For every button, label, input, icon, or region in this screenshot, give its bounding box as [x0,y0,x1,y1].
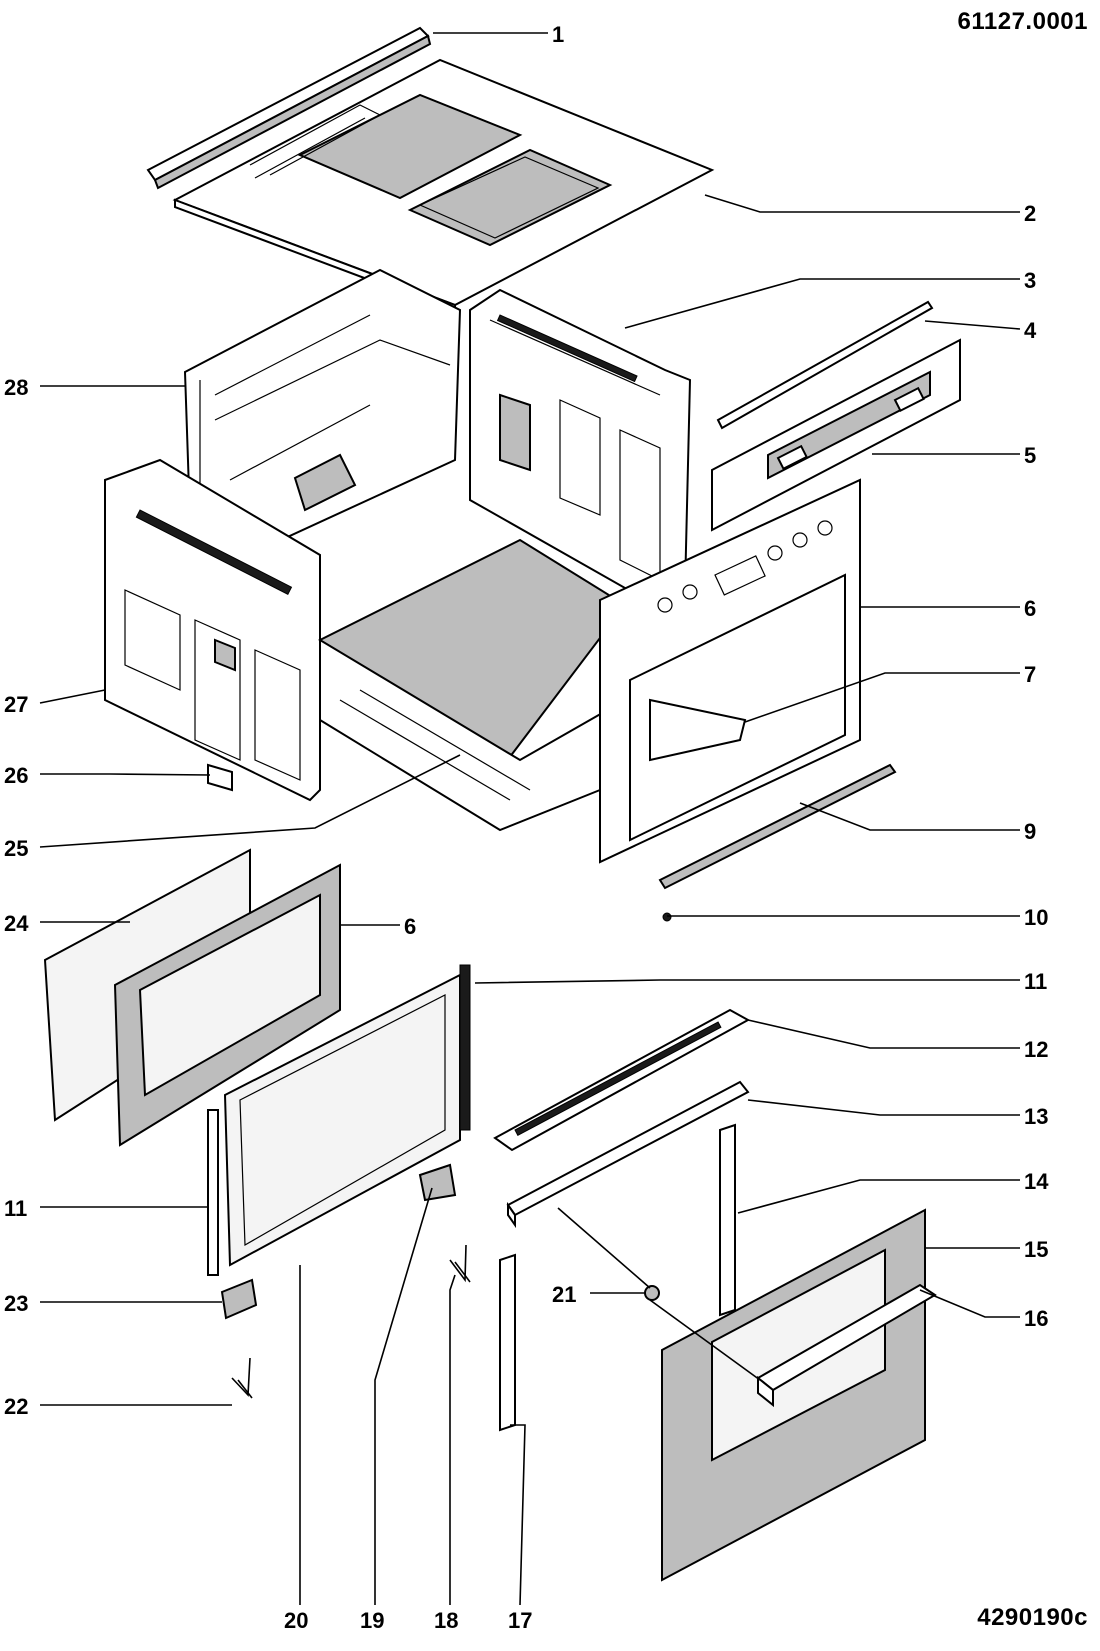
callout-12: 12 [1024,1037,1048,1062]
callout-labels: 1 2 3 4 5 6 7 9 10 11 12 13 14 15 16 28 … [4,22,1049,1633]
callout-24: 24 [4,911,29,936]
callout-27: 27 [4,692,28,717]
part-25-oven-base [318,538,627,832]
part-13-bottom-rail [506,1080,750,1229]
document-code-bottom: 4290190c [977,1604,1088,1631]
callout-21: 21 [552,1282,576,1307]
part-22-clip [231,1357,253,1399]
part-2-top-panel [172,58,715,314]
callout-15: 15 [1024,1237,1048,1262]
callout-1: 1 [552,22,564,47]
part-1-top-trim [146,26,432,190]
callout-16: 16 [1024,1306,1048,1331]
part-10-screw [662,912,672,922]
part-15-door-panel [661,1208,926,1582]
part-7-inner-panel [649,698,747,762]
part-23-hinge-part [220,1278,258,1320]
part-20-middle-glass [223,973,461,1267]
callout-2: 2 [1024,201,1036,226]
callout-17: 17 [508,1608,532,1633]
callout-23: 23 [4,1291,28,1316]
part-4-control-trim [716,300,934,430]
part-11-seal-strip-lower [207,1109,219,1276]
callout-10: 10 [1024,905,1048,930]
callout-28: 28 [4,375,28,400]
callout-4: 4 [1024,318,1037,343]
part-26-clip [207,763,233,792]
callout-7: 7 [1024,662,1036,687]
callout-9: 9 [1024,819,1036,844]
part-11-seal-strip-upper [459,964,471,1131]
callout-11-lower: 11 [4,1196,27,1221]
callout-3: 3 [1024,268,1036,293]
callout-25: 25 [4,836,28,861]
callout-26: 26 [4,763,28,788]
part-5-control-panel [711,338,961,532]
part-3-right-side-panel [469,288,692,607]
part-27-outer-side-panel [104,458,321,802]
part-9-bottom-trim [658,763,897,890]
part-19-hinge-bracket [418,1163,457,1202]
leader-lines [39,32,1021,1606]
callout-5: 5 [1024,443,1036,468]
callout-22: 22 [4,1394,28,1419]
callout-19: 19 [360,1608,384,1633]
part-17-side-strut [499,1253,516,1432]
part-6-front-frame [599,478,861,864]
callout-6-lower: 6 [404,914,416,939]
callout-11-upper: 11 [1024,969,1047,994]
part-21-nut [644,1285,660,1301]
part-16-door-handle [756,1283,937,1408]
callout-14: 14 [1024,1169,1049,1194]
part-8-door-frame [113,863,341,1147]
document-code-top: 61127.0001 [957,8,1088,35]
callout-18: 18 [434,1608,458,1633]
part-14-side-strut [719,1123,736,1317]
callout-20: 20 [284,1608,308,1633]
part-18-clip [449,1244,471,1283]
callout-13: 13 [1024,1104,1048,1129]
part-12-door-rail [493,1008,751,1152]
callout-6: 6 [1024,596,1036,621]
